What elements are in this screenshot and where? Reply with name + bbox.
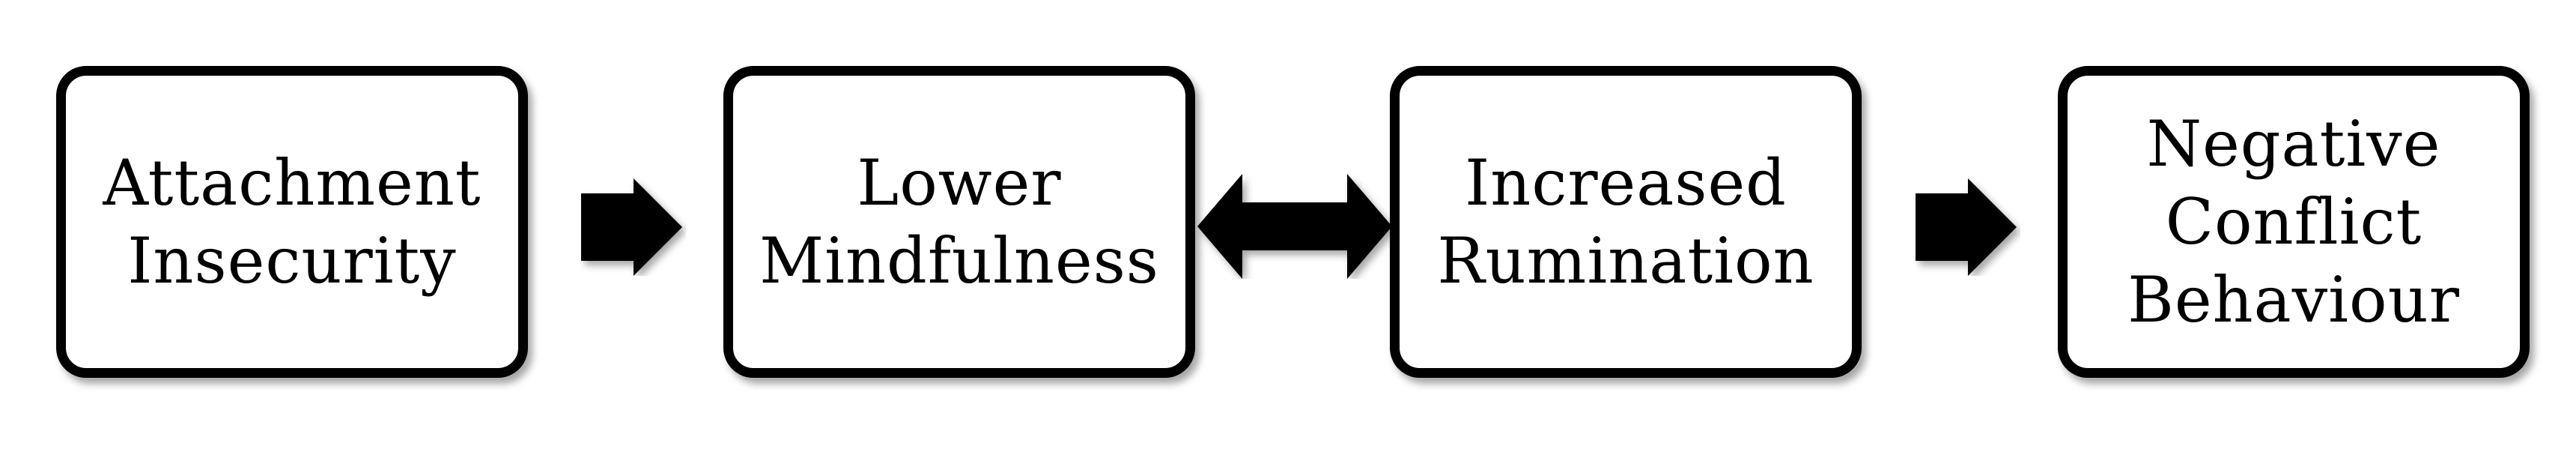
right-arrow-icon <box>581 178 682 276</box>
right-arrow-icon <box>1916 178 2017 276</box>
node-lower-mindfulness: Lower Mindfulness <box>723 66 1195 378</box>
node-label: Increased Rumination <box>1437 146 1814 298</box>
node-label: Lower Mindfulness <box>759 146 1159 298</box>
node-label: Attachment Insecurity <box>103 146 482 298</box>
node-increased-rumination: Increased Rumination <box>1390 66 1862 378</box>
node-negative-conflict-behaviour: Negative Conflict Behaviour <box>2058 66 2530 378</box>
node-attachment-insecurity: Attachment Insecurity <box>56 66 528 378</box>
node-label: Negative Conflict Behaviour <box>2127 107 2460 337</box>
double-arrow-icon <box>1197 174 1392 279</box>
